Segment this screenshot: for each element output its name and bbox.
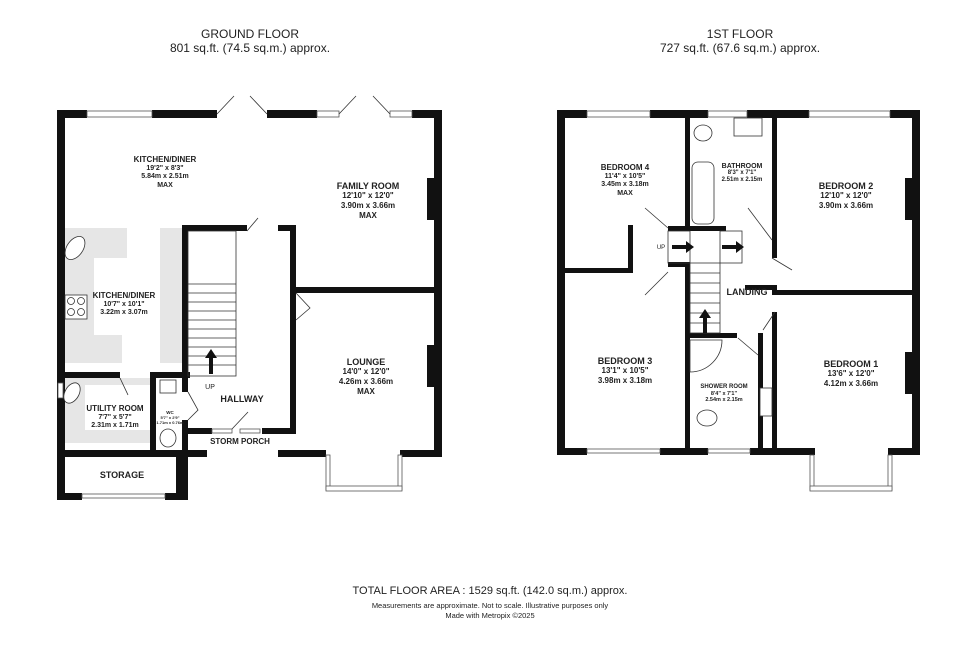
wc-toilet-icon [159, 428, 177, 448]
room-shower-room: SHOWER ROOM 8'4" x 7'1" 2.54m x 2.15m [700, 384, 748, 403]
ground-floor-heading: GROUND FLOOR 801 sq.ft. (74.5 sq.m.) app… [140, 27, 360, 55]
room-bathroom: BATHROOM 8'3" x 7'1" 2.51m x 2.15m [721, 163, 763, 183]
room-storm-porch: STORM PORCH [210, 437, 270, 446]
room-bedroom-1: BEDROOM 1 13'6" x 12'0" 4.12m x 3.66m [823, 359, 879, 388]
wc-basin-icon [159, 379, 177, 394]
room-family-room: FAMILY ROOM 12'10" x 12'0" 3.90m x 3.66m… [336, 181, 400, 220]
ground-outer-walls [57, 110, 442, 500]
room-storage: STORAGE [99, 470, 145, 480]
room-lounge: LOUNGE 14'0" x 12'0" 4.26m x 3.66m MAX [338, 357, 394, 396]
room-bedroom-3: BEDROOM 3 13'1" x 10'5" 3.98m x 3.18m [597, 356, 653, 385]
stairs-arrow-right-icon [722, 241, 744, 253]
ground-stairs [187, 230, 237, 377]
room-wc: WC 5'7" x 2'9" 1.71m x 0.76m [156, 410, 184, 425]
shower-room-toilet-icon [696, 409, 718, 427]
ground-floor-area: 801 sq.ft. (74.5 sq.m.) approx. [169, 41, 331, 55]
utility-sink-icon [63, 382, 81, 404]
first-floor-plan [557, 110, 920, 492]
room-landing: LANDING [726, 287, 768, 297]
first-floor-title: 1ST FLOOR [706, 27, 774, 41]
bath-icon [691, 161, 715, 225]
stairs-up-arrow-icon [205, 349, 217, 374]
room-kitchen-diner-north: KITCHEN/DINER 19'2" x 8'3" 5.84m x 2.51m… [133, 155, 197, 189]
first-doors [644, 207, 793, 356]
first-windows [586, 110, 893, 492]
disclaimer: Measurements are approximate. Not to sca… [371, 601, 609, 610]
first-floor-heading: 1ST FLOOR 727 sq.ft. (67.6 sq.m.) approx… [630, 27, 850, 55]
first-stairs-up-label: UP [656, 245, 666, 251]
ground-floor-plan [57, 95, 442, 500]
shower-room-basin-icon [759, 387, 773, 417]
bathroom-basin-icon [733, 117, 763, 137]
stairs-up-arrow-icon [699, 309, 711, 333]
stairs-arrow-right-icon [672, 241, 694, 253]
room-kitchen-diner-south: KITCHEN/DINER 10'7" x 10'1" 3.22m x 3.07… [92, 291, 156, 316]
ground-windows [57, 110, 413, 499]
ground-floor-title: GROUND FLOOR [200, 27, 299, 41]
room-bedroom-4: BEDROOM 4 11'4" x 10'5" 3.45m x 3.18m MA… [600, 163, 650, 197]
room-utility: UTILITY ROOM 7'7" x 5'7" 2.31m x 1.71m [86, 404, 144, 429]
room-hallway: HALLWAY [220, 394, 264, 404]
shower-tray-icon [689, 339, 723, 373]
room-bedroom-2: BEDROOM 2 12'10" x 12'0" 3.90m x 3.66m [818, 181, 874, 210]
ground-fixtures [63, 236, 177, 448]
ground-doors [119, 95, 391, 430]
first-floor-area: 727 sq.ft. (67.6 sq.m.) approx. [659, 41, 821, 55]
first-fixtures [689, 117, 773, 427]
bathroom-toilet-icon [693, 124, 713, 142]
kitchen-sink-icon [64, 236, 86, 260]
credit: Made with Metropix ©2025 [445, 611, 535, 620]
total-floor-area: TOTAL FLOOR AREA : 1529 sq.ft. (142.0 sq… [352, 585, 628, 597]
ground-stairs-up-label: UP [205, 384, 215, 391]
